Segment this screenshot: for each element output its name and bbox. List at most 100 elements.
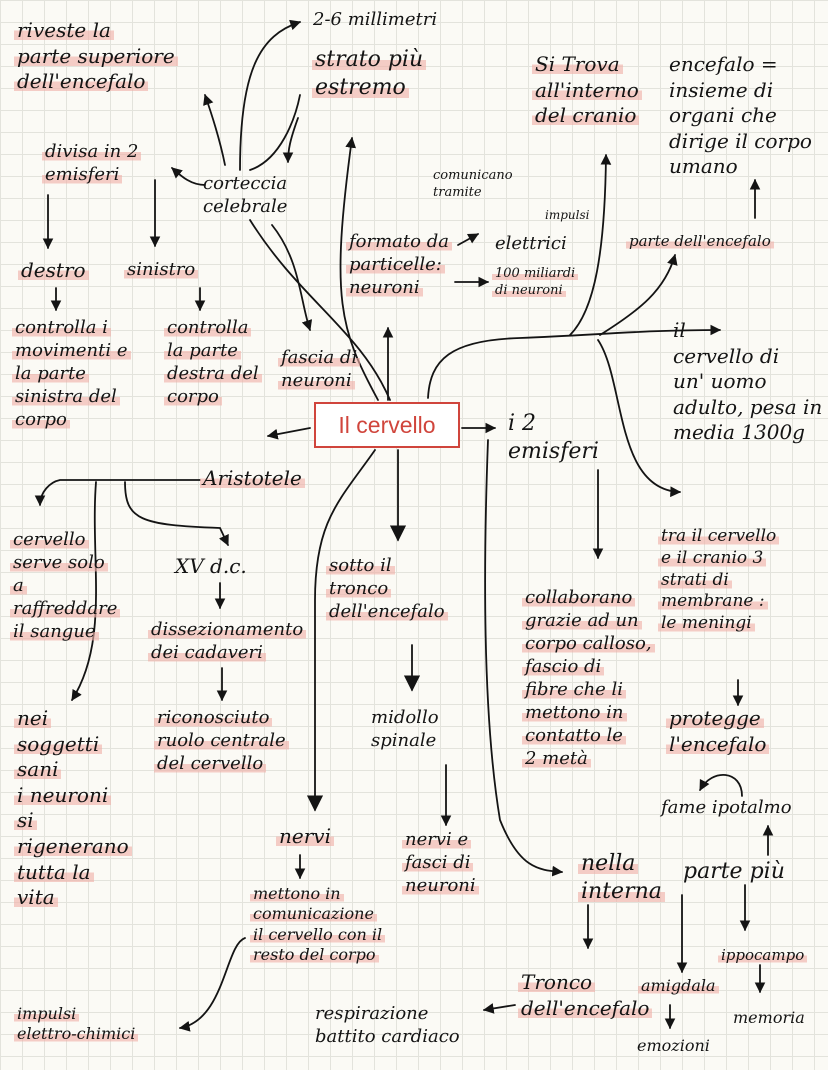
note-line: interna [578,879,665,905]
note-line: le meningi [658,613,755,633]
note-line: battito cardiaco [315,1026,460,1048]
note-line: protegge [666,706,764,730]
note-line: amigdala [638,976,719,995]
note-line: strati di [658,569,732,590]
note-line: vita [14,885,58,910]
note-line: un' uomo [673,369,767,394]
note-line: parte dell'encefalo [626,232,774,250]
note-line: sotto il [326,555,395,576]
note-line: raffreddare [10,598,121,620]
link-corteccia-strato [249,94,301,171]
note-line: contatto le [522,725,626,747]
link-corteccia-mm [239,19,302,171]
link-formato-elettrici [457,233,479,246]
note-line: parte superiore [14,43,178,68]
note-amigdala: amigdala [638,976,719,996]
note-line: ippocampo [718,946,808,964]
note-nervi: nervi [276,824,334,850]
note-line: tramite [433,184,482,200]
note-line: nei [14,706,52,730]
note-line: emisferi [42,164,123,186]
note-line: media 1300g [673,420,805,445]
note-xv: XV d.c. [172,554,250,580]
note-mm: 2-6 millimetri [310,8,440,31]
note-line: nervi [276,824,334,848]
note-aristotele: Aristotele [200,466,305,492]
note-line: dell'encefalo [14,69,149,94]
note-line: corpo calloso, [522,633,655,655]
note-line: del cranio [532,103,640,128]
note-line: il cervello con il [250,924,386,944]
note-line: umano [669,154,738,179]
note-line: destra del [164,363,262,385]
note-line: sani [14,757,62,782]
note-line: tra il cervello [658,526,780,546]
note-line: nervi e [402,829,472,850]
note-line: movimenti e [12,340,131,362]
note-line: encefalo = [669,52,778,76]
note-line: adulto, pesa in [673,394,823,419]
link-center-nervi [306,449,376,812]
note-line: tronco [326,578,392,600]
note-line: membrane : [658,591,768,612]
note-line: 100 miliardi [492,266,579,281]
note-emisferi: i 2 emisferi [505,410,602,466]
link-fame-loop [699,774,743,797]
note-line: elettro-chimici [14,1024,139,1044]
note-line: cervello di [673,343,780,368]
note-line: dei cadaveri [148,642,266,664]
note-line: resto del corpo [250,945,379,965]
note-line: 2 metà [522,748,591,770]
note-line: la parte [164,340,241,362]
note-line: i 2 [508,411,537,436]
note-nella: nella interna [578,850,665,906]
note-line: dissezionamento [148,619,307,640]
note-line: all'interno [532,77,642,102]
note-line: il sangue [10,621,99,643]
note-line: destro [18,258,89,282]
note-line: XV d.c. [175,554,247,578]
note-line: divisa in 2 [42,141,142,162]
note-line: grazie ad un [522,610,642,632]
note-parte-piu: parte più [680,858,788,886]
note-line: elettrici [495,233,567,254]
note-line: di neuroni [492,282,566,298]
note-line: respirazione [315,1003,429,1024]
note-line: cervello [10,529,89,550]
note-line: soggetti [14,731,103,756]
link-corteccia-riveste [203,93,226,166]
note-line: memoria [733,1008,805,1027]
note-elettrici: elettrici [492,232,570,255]
note-impulsi-small: impulsi [542,208,592,223]
note-line: Aristotele [200,466,305,490]
note-line: i neuroni [14,782,112,807]
note-line: nella [578,851,639,876]
note-line: emozioni [637,1036,710,1055]
note-line: formato da [346,231,452,252]
note-line: estremo [312,75,409,101]
note-line: celebrale [203,196,288,218]
note-line: emisferi [508,439,599,465]
note-line: neuroni [402,875,479,897]
note-line: corpo [164,386,222,408]
note-line: a [10,575,27,597]
note-line: riveste la [14,18,114,42]
